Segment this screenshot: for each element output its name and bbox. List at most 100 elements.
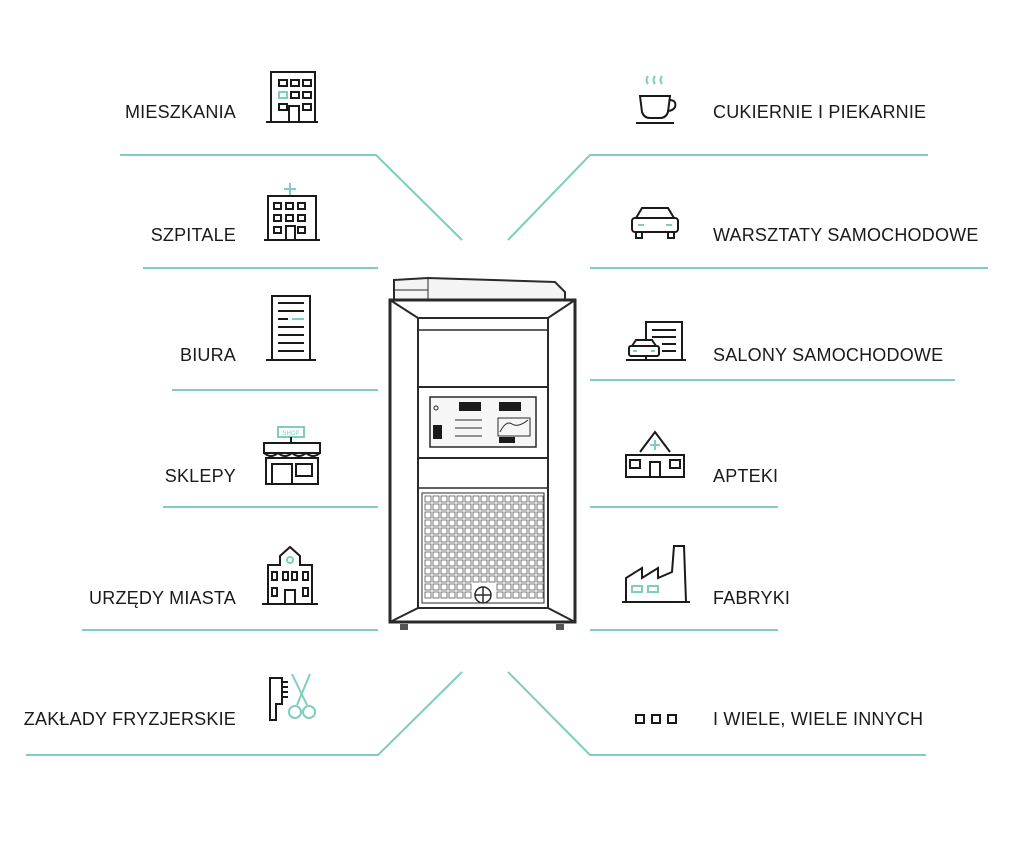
grille-cell <box>472 567 480 575</box>
grille-cell <box>536 567 544 575</box>
grille-cell <box>536 519 544 527</box>
grille-cell <box>424 583 432 591</box>
grille-cell <box>536 543 544 551</box>
grille-cell <box>456 591 464 599</box>
grille-cell <box>536 559 544 567</box>
grille-cell <box>504 583 512 591</box>
grille-cell <box>488 535 496 543</box>
line-inne <box>507 671 926 756</box>
grille-cell <box>504 575 512 583</box>
grille-cell <box>424 535 432 543</box>
grille-cell <box>448 575 456 583</box>
grille-cell <box>536 591 544 599</box>
grille-cell <box>520 511 528 519</box>
grille-cell <box>528 511 536 519</box>
grille-cell <box>536 575 544 583</box>
grille-cell <box>440 527 448 535</box>
grille-cell <box>440 575 448 583</box>
grille-cell <box>488 559 496 567</box>
grille-cell <box>424 567 432 575</box>
grille-cell <box>448 495 456 503</box>
grille-cell <box>424 543 432 551</box>
grille-cell <box>456 519 464 527</box>
car-dealership-icon <box>626 321 686 361</box>
grille-cell <box>488 567 496 575</box>
ozone-generator-device-icon <box>388 276 577 630</box>
label-i-wiele: I WIELE, WIELE INNYCH <box>713 709 924 729</box>
grille-cell <box>520 535 528 543</box>
grille-cell <box>520 591 528 599</box>
grille-cell <box>480 503 488 511</box>
grille-cell <box>440 535 448 543</box>
grille-cell <box>456 495 464 503</box>
label-fabryki: FABRYKI <box>713 588 791 608</box>
label-warsztaty: WARSZTATY SAMOCHODOWE <box>713 225 979 245</box>
grille-cell <box>512 551 520 559</box>
grille-cell <box>512 519 520 527</box>
grille-cell <box>488 575 496 583</box>
grille-cell <box>432 503 440 511</box>
grille-cell <box>528 519 536 527</box>
grille-cell <box>496 591 504 599</box>
grille-cell <box>512 535 520 543</box>
grille-cell <box>528 503 536 511</box>
grille-cell <box>504 503 512 511</box>
connector-lines <box>26 154 988 756</box>
grille-cell <box>480 567 488 575</box>
grille-cell <box>424 559 432 567</box>
grille-cell <box>496 503 504 511</box>
grille-cell <box>448 535 456 543</box>
grille-cell <box>424 519 432 527</box>
grille-cell <box>464 535 472 543</box>
grille-cell <box>448 503 456 511</box>
grille-cell <box>480 559 488 567</box>
grille-cell <box>504 519 512 527</box>
grille-cell <box>496 583 504 591</box>
grille-cell <box>472 527 480 535</box>
pharmacy-icon <box>625 430 685 478</box>
grille-cell <box>472 543 480 551</box>
grille-cell <box>496 519 504 527</box>
grille-cell <box>472 535 480 543</box>
grille-cell <box>432 567 440 575</box>
grille-cell <box>512 527 520 535</box>
grille-cell <box>432 551 440 559</box>
grille-cell <box>448 583 456 591</box>
grille-cell <box>432 535 440 543</box>
grille-cell <box>520 519 528 527</box>
grille-cell <box>464 551 472 559</box>
grille-cell <box>520 495 528 503</box>
grille-cell <box>424 551 432 559</box>
grille-cell <box>504 535 512 543</box>
label-salony: SALONY SAMOCHODOWE <box>713 345 944 365</box>
apartment-building-icon <box>266 71 318 123</box>
shop-sign-text: SHOP <box>282 431 299 437</box>
grille-cell <box>504 511 512 519</box>
grille-cell <box>536 583 544 591</box>
grille-cells <box>424 495 544 599</box>
grille-cell <box>536 527 544 535</box>
grille-cell <box>528 567 536 575</box>
grille-cell <box>432 575 440 583</box>
label-cukiernie: CUKIERNIE I PIEKARNIE <box>713 102 927 122</box>
grille-cell <box>440 503 448 511</box>
grille-cell <box>456 535 464 543</box>
grille-cell <box>496 575 504 583</box>
grille-cell <box>424 575 432 583</box>
grille-cell <box>464 583 472 591</box>
grille-cell <box>464 543 472 551</box>
grille-cell <box>528 575 536 583</box>
grille-cell <box>472 495 480 503</box>
grille-cell <box>464 567 472 575</box>
label-zaklady-fryzjerskie: ZAKŁADY FRYZJERSKIE <box>23 709 236 729</box>
label-urzedy-miasta: URZĘDY MIASTA <box>89 588 236 608</box>
grille-cell <box>536 551 544 559</box>
grille-cell <box>456 559 464 567</box>
grille-cell <box>504 591 512 599</box>
grille-cell <box>464 511 472 519</box>
grille-cell <box>464 559 472 567</box>
grille-cell <box>464 575 472 583</box>
grille-cell <box>488 527 496 535</box>
grille-cell <box>472 511 480 519</box>
grille-cell <box>456 551 464 559</box>
